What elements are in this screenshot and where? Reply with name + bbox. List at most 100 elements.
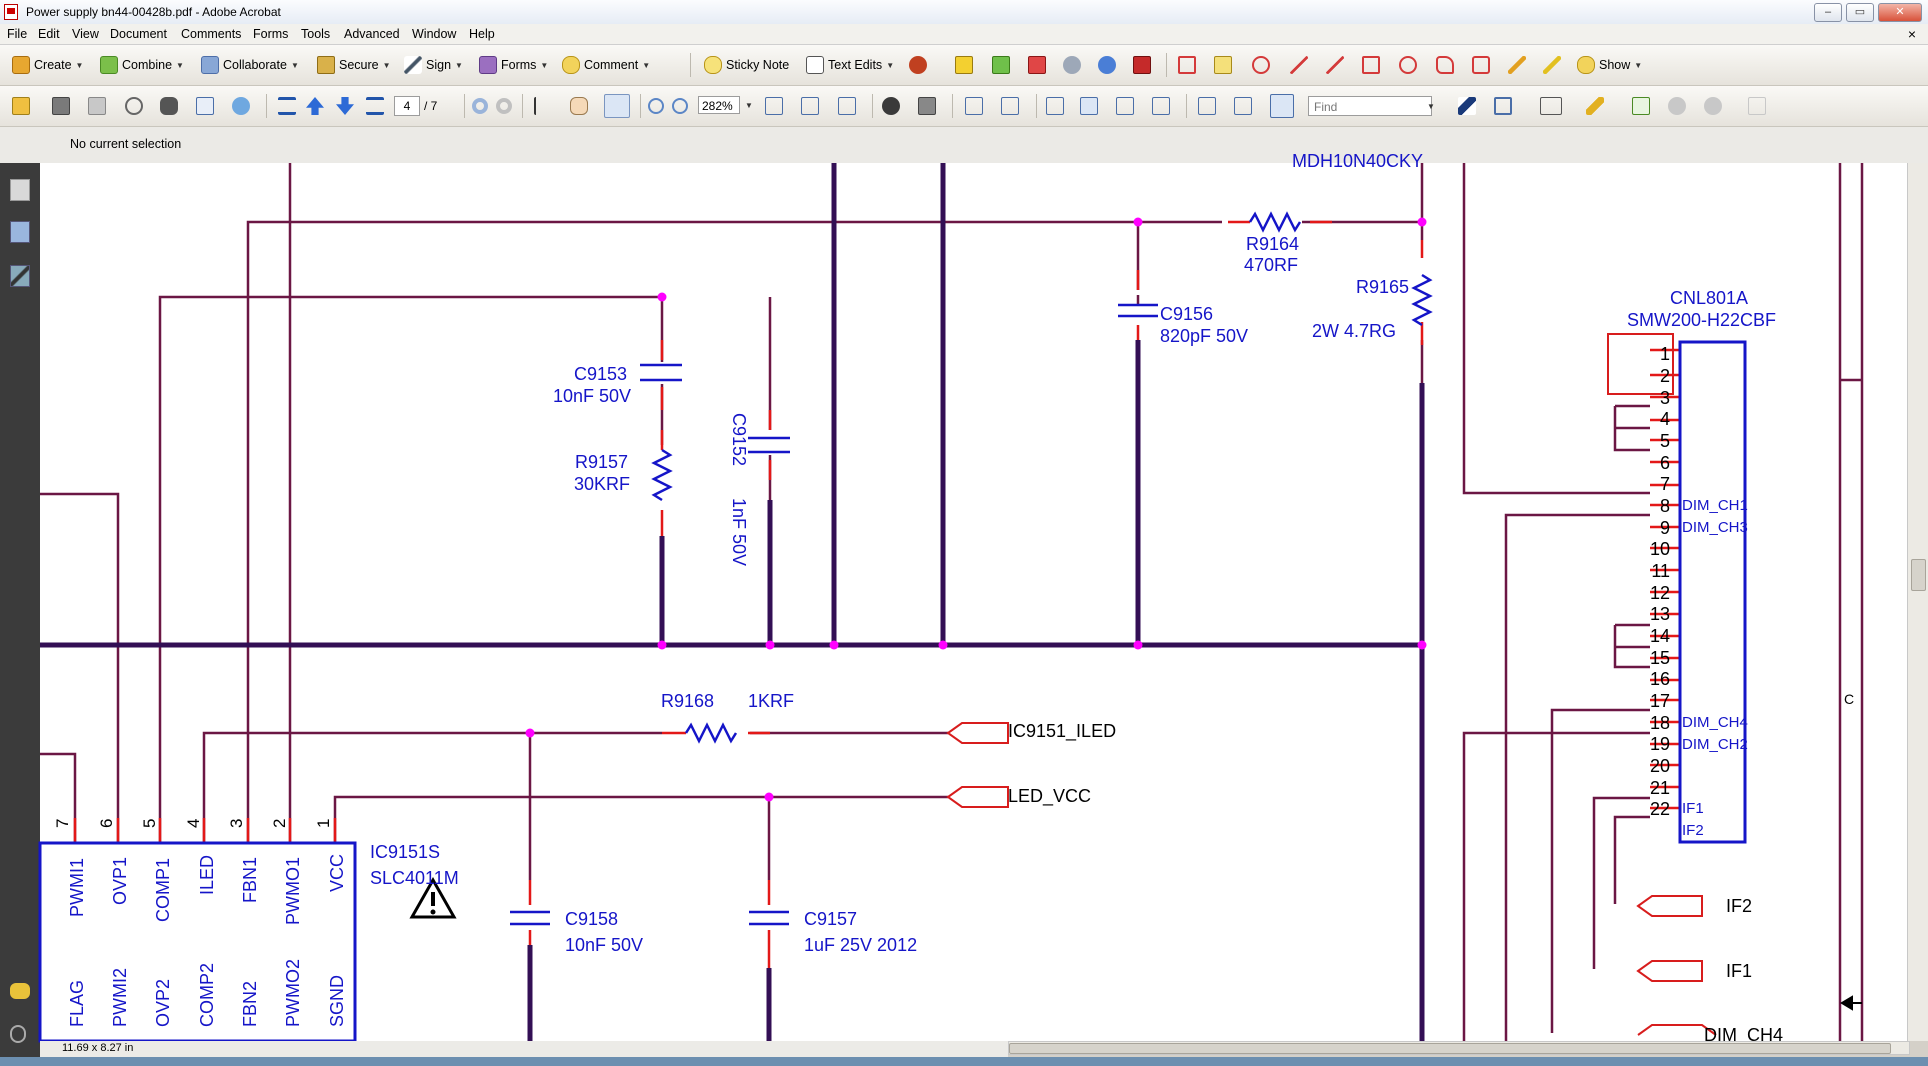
stamp-icon[interactable] <box>909 56 927 74</box>
last-page-icon[interactable] <box>366 97 384 115</box>
arrow-icon[interactable] <box>1290 56 1308 74</box>
loupe-icon[interactable] <box>1270 94 1294 118</box>
attach-stamp-icon[interactable] <box>1133 56 1151 74</box>
text-edits-button[interactable]: Text Edits▼ <box>806 55 894 75</box>
zoom-out-icon[interactable] <box>648 98 664 114</box>
redo-icon[interactable] <box>1704 97 1722 115</box>
expand-icon[interactable] <box>1001 97 1019 115</box>
menu-help[interactable]: Help <box>469 27 495 41</box>
object-select-icon[interactable] <box>1458 97 1476 115</box>
hand-tool-icon[interactable] <box>570 97 588 115</box>
open-folder-icon[interactable] <box>12 97 30 115</box>
single-page-icon[interactable] <box>1046 97 1064 115</box>
menu-edit[interactable]: Edit <box>38 27 60 41</box>
first-page-icon[interactable] <box>278 97 296 115</box>
find-binoculars-icon[interactable] <box>160 97 178 115</box>
rectangle-icon[interactable] <box>1362 56 1380 74</box>
bookmarks-icon[interactable] <box>10 221 30 243</box>
horizontal-scrollbar[interactable] <box>1008 1041 1910 1055</box>
undo-icon[interactable] <box>1668 97 1686 115</box>
attach-icon[interactable] <box>125 97 143 115</box>
selection-status: No current selection <box>70 137 182 151</box>
polygon-icon[interactable] <box>1472 56 1490 74</box>
save-icon[interactable] <box>88 97 106 115</box>
oval-icon[interactable] <box>1399 56 1417 74</box>
rotate-icon[interactable] <box>965 97 983 115</box>
text-field-icon[interactable] <box>1540 97 1562 115</box>
strikethrough-icon[interactable] <box>1028 56 1046 74</box>
attach-file-icon[interactable] <box>1063 56 1081 74</box>
print-icon[interactable] <box>52 97 70 115</box>
menu-tools[interactable]: Tools <box>301 27 331 41</box>
create-button[interactable]: Create▼ <box>12 55 83 75</box>
close-button[interactable]: ✕ <box>1878 3 1922 22</box>
document-view[interactable]: MDH10N40CKY R9164 470RF R9165 2W 4.7RG C… <box>38 151 1908 1046</box>
sticky-note-button[interactable]: Sticky Note <box>704 55 789 75</box>
zoom-dropdown-icon[interactable]: ▼ <box>745 101 753 110</box>
actual-size-icon[interactable] <box>765 97 783 115</box>
comments-panel-icon[interactable] <box>10 983 30 999</box>
spell-check-icon[interactable] <box>1632 97 1650 115</box>
previous-view-icon[interactable] <box>472 98 488 114</box>
page-number-input[interactable]: 4 <box>394 96 420 116</box>
menu-comments[interactable]: Comments <box>181 27 242 41</box>
combine-button[interactable]: Combine▼ <box>100 55 184 75</box>
pencil-icon[interactable] <box>1508 56 1526 74</box>
vertical-scrollbar[interactable] <box>1907 163 1928 1041</box>
two-up-icon[interactable] <box>1116 97 1134 115</box>
next-page-icon[interactable] <box>336 97 354 115</box>
select-tool-icon[interactable] <box>534 97 552 115</box>
read-aloud-icon[interactable] <box>882 97 900 115</box>
two-up-continuous-icon[interactable] <box>1152 97 1170 115</box>
snapshot-icon[interactable] <box>918 97 936 115</box>
show-button[interactable]: Show▼ <box>1577 55 1642 75</box>
callout-icon[interactable] <box>1178 56 1196 74</box>
vertical-scroll-thumb[interactable] <box>1911 559 1926 591</box>
maximize-button[interactable]: ▭ <box>1846 3 1874 22</box>
polygon-line-icon[interactable] <box>1436 56 1454 74</box>
previous-page-icon[interactable] <box>306 97 324 115</box>
secure-button[interactable]: Secure▼ <box>317 55 391 75</box>
menu-window[interactable]: Window <box>412 27 457 41</box>
measure-icon[interactable] <box>1586 97 1604 115</box>
comment-button[interactable]: Comment▼ <box>562 55 650 75</box>
text-box-icon[interactable] <box>1214 56 1232 74</box>
sign-button[interactable]: Sign▼ <box>404 55 463 75</box>
ic-pin-name: PWMI1 <box>67 858 87 917</box>
toolbar-overflow-icon[interactable] <box>1748 97 1766 115</box>
horizontal-scroll-thumb[interactable] <box>1009 1043 1891 1054</box>
rotate-cw-icon[interactable] <box>1234 97 1252 115</box>
signatures-icon[interactable] <box>10 265 30 287</box>
browser-icon[interactable] <box>232 97 250 115</box>
menu-forms[interactable]: Forms <box>253 27 289 41</box>
line-icon[interactable] <box>1326 56 1344 74</box>
connector-pin-number: 20 <box>1650 756 1670 776</box>
rotate-ccw-icon[interactable] <box>1198 97 1216 115</box>
insert-text-icon[interactable] <box>992 56 1010 74</box>
collaborate-button[interactable]: Collaborate▼ <box>201 55 299 75</box>
menu-advanced[interactable]: Advanced <box>344 27 400 41</box>
next-view-icon[interactable] <box>496 98 512 114</box>
crop-icon[interactable] <box>1494 97 1512 115</box>
fit-width-icon[interactable] <box>801 97 819 115</box>
find-input[interactable]: Find <box>1308 96 1432 116</box>
find-dropdown-icon[interactable]: ▼ <box>1427 102 1435 111</box>
marquee-zoom-icon[interactable] <box>604 94 630 118</box>
minimize-button[interactable]: – <box>1814 3 1842 22</box>
record-audio-icon[interactable] <box>1098 56 1116 74</box>
email-icon[interactable] <box>196 97 214 115</box>
attachments-panel-icon[interactable] <box>10 1025 26 1043</box>
document-close-icon[interactable]: × <box>1907 26 1916 42</box>
eraser-icon[interactable] <box>1543 56 1561 74</box>
fit-page-icon[interactable] <box>838 97 856 115</box>
zoom-level-input[interactable]: 282% <box>698 96 740 114</box>
menu-view[interactable]: View <box>72 27 99 41</box>
single-page-continuous-icon[interactable] <box>1080 97 1098 115</box>
menu-file[interactable]: File <box>7 27 28 41</box>
cloud-icon[interactable] <box>1252 56 1270 74</box>
menu-document[interactable]: Document <box>110 27 167 41</box>
pages-icon[interactable] <box>10 179 30 201</box>
highlight-text-icon[interactable] <box>955 56 973 74</box>
zoom-in-icon[interactable] <box>672 98 688 114</box>
forms-button[interactable]: Forms▼ <box>479 55 548 75</box>
